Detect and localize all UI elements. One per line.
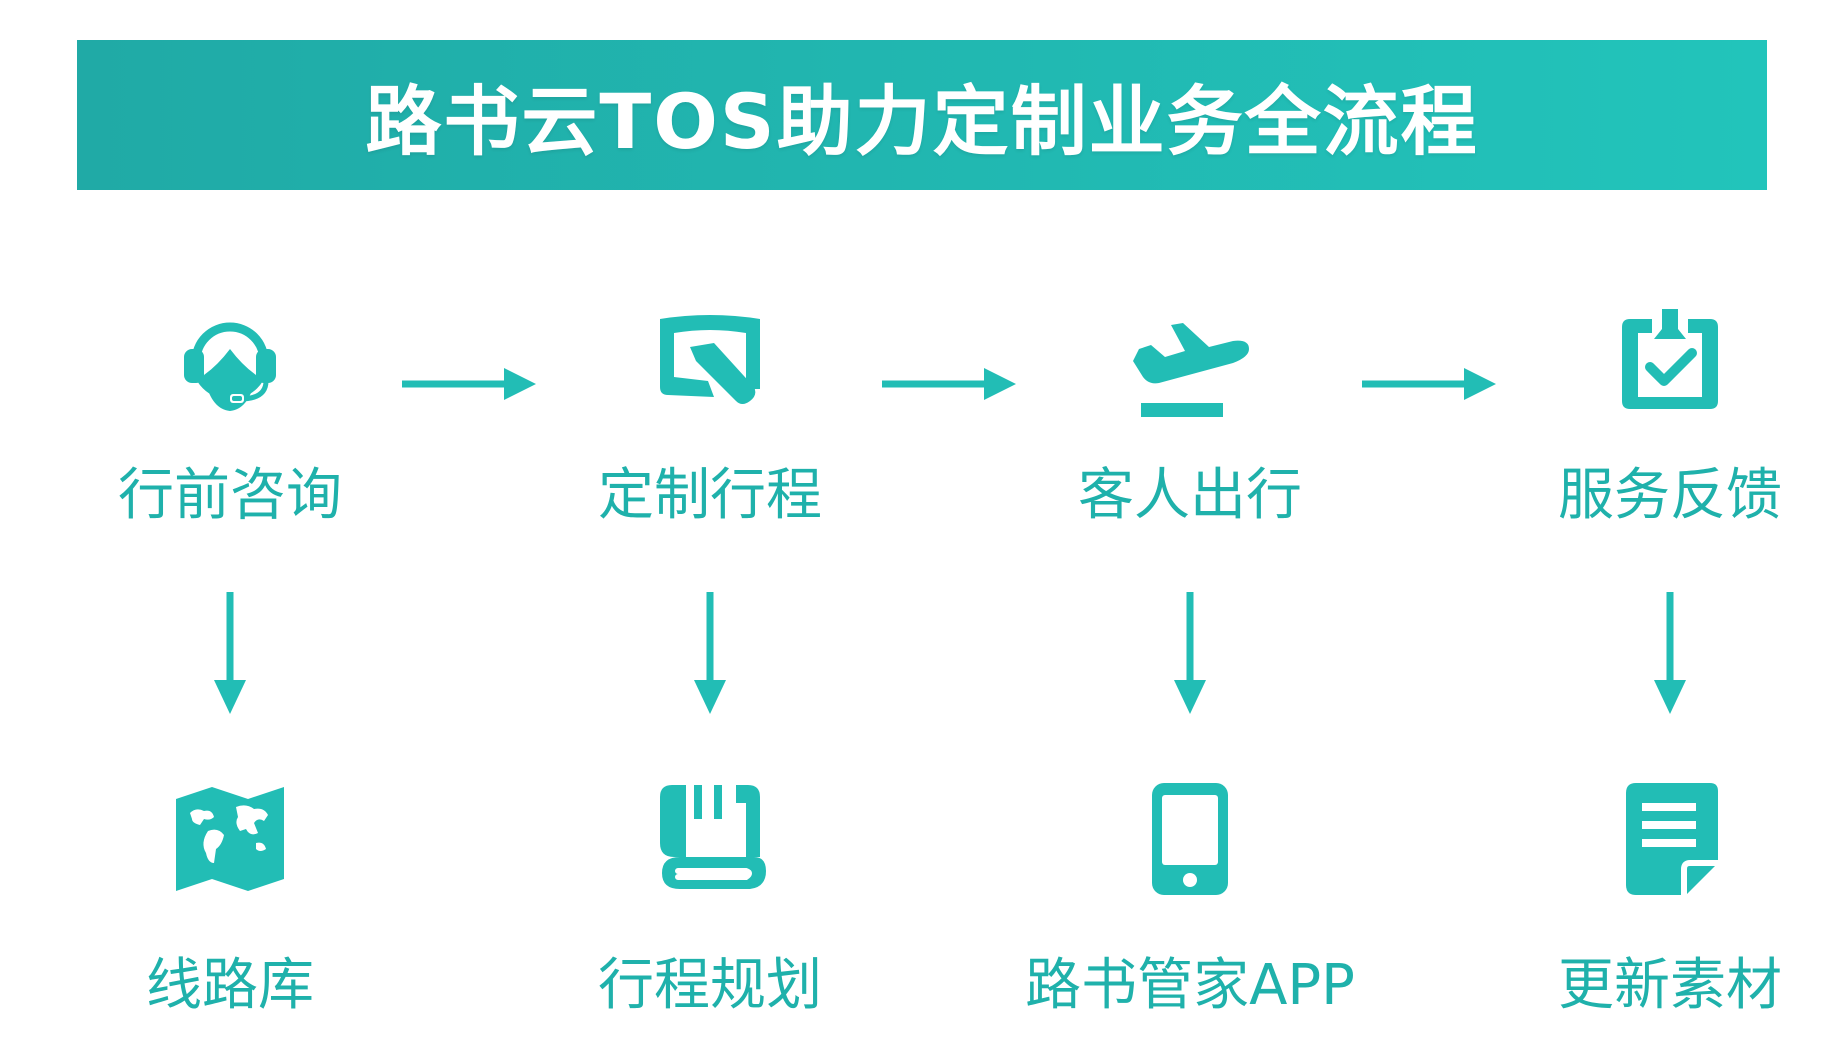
airplane-takeoff-icon xyxy=(1125,300,1255,430)
tool-route-library: 线路库 xyxy=(110,774,350,1014)
notebook-icon xyxy=(645,774,775,904)
tool-label: 更新素材 xyxy=(1558,953,1782,1018)
page-title: 路书云TOS助力定制业务全流程 xyxy=(365,77,1479,166)
arrow-down xyxy=(1174,592,1206,714)
world-map-icon xyxy=(165,774,295,904)
arrow-down xyxy=(214,592,246,714)
edit-document-icon xyxy=(645,300,775,430)
tool-roadbook-app: 路书管家APP xyxy=(1025,774,1355,1014)
step-label: 客人出行 xyxy=(1078,463,1302,528)
tool-itinerary-planning: 行程规划 xyxy=(590,774,830,1014)
mobile-phone-icon xyxy=(1125,774,1255,904)
arrow-down xyxy=(1654,592,1686,714)
step-custom-itinerary: 定制行程 xyxy=(590,300,830,524)
headset-agent-icon xyxy=(165,300,295,430)
step-guest-travel: 客人出行 xyxy=(1070,300,1310,524)
tool-update-materials: 更新素材 xyxy=(1550,774,1790,1014)
tool-label: 线路库 xyxy=(146,953,314,1018)
arrow-down xyxy=(694,592,726,714)
step-label: 定制行程 xyxy=(598,463,822,528)
arrow-right xyxy=(1362,368,1496,400)
tool-label: 路书管家APP xyxy=(1025,953,1355,1018)
step-label: 服务反馈 xyxy=(1558,463,1782,528)
clipboard-check-icon xyxy=(1605,300,1735,430)
step-consultation: 行前咨询 xyxy=(110,300,350,524)
tool-label: 行程规划 xyxy=(598,953,822,1018)
step-label: 行前咨询 xyxy=(118,463,342,528)
title-banner: 路书云TOS助力定制业务全流程 xyxy=(77,40,1767,190)
arrow-right xyxy=(402,368,536,400)
step-service-feedback: 服务反馈 xyxy=(1550,300,1790,524)
document-list-icon xyxy=(1605,774,1735,904)
arrow-right xyxy=(882,368,1016,400)
